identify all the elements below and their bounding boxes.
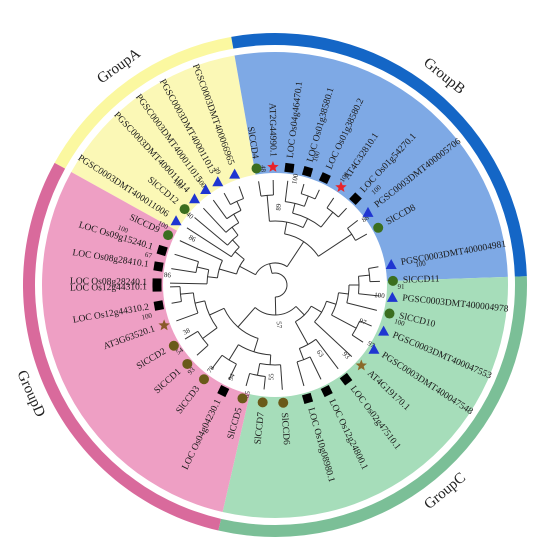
leaf-marker-circle xyxy=(168,340,179,351)
bootstrap-value: 91 xyxy=(397,283,405,291)
group-outer-bands xyxy=(22,32,528,538)
leaf-marker-star xyxy=(335,181,347,193)
bootstrap-value: 39 xyxy=(212,166,223,176)
tree-branches xyxy=(170,180,380,390)
leaf-marker-square xyxy=(217,385,230,398)
leaf-marker-square xyxy=(301,166,314,178)
bootstrap-value: 40 xyxy=(185,210,196,221)
bootstrap-value: 48 xyxy=(259,165,268,173)
bootstrap-value: 97 xyxy=(358,317,368,327)
leaf-marker-triangle xyxy=(362,206,374,217)
bootstrap-value: 100 xyxy=(141,311,154,321)
leaf-marker-square xyxy=(152,282,162,292)
leaf-marker-star xyxy=(267,161,279,172)
leaf-label: LOC Os08g28240.1 xyxy=(70,277,147,288)
bootstrap-value: 65 xyxy=(243,390,253,399)
leaf-marker-circle xyxy=(373,222,384,233)
bootstrap-value: 54 xyxy=(175,346,186,357)
bootstrap-value: 100 xyxy=(311,150,322,163)
bootstrap-value: 88 xyxy=(360,213,371,224)
leaf-label: SlCCD11 xyxy=(403,274,440,285)
leaf-marker-triangle xyxy=(200,184,212,195)
leaf-marker-square xyxy=(320,385,333,398)
bootstrap-value: 55 xyxy=(267,373,275,381)
band-groupd xyxy=(22,162,222,531)
leaf-marker-square xyxy=(301,392,314,404)
leaf-marker-triangle xyxy=(368,343,380,354)
leaf-marker-star xyxy=(158,319,170,331)
leaf-marker-triangle xyxy=(170,215,182,226)
leaf-label: SlCCD7 xyxy=(253,412,266,445)
bootstrap-value: 63 xyxy=(315,348,326,359)
bootstrap-value: 89 xyxy=(275,203,283,211)
bootstrap-value: 86 xyxy=(164,271,172,280)
leaf-marker-triangle xyxy=(386,291,398,302)
bootstrap-value: 57 xyxy=(275,321,284,329)
leaf-label: LOC Os12g44310.1 xyxy=(70,282,147,293)
leaf-marker-triangle xyxy=(378,325,390,336)
band-groupa xyxy=(54,36,234,169)
leaf-marker-circle xyxy=(182,358,193,369)
bootstrap-value: 86 xyxy=(187,233,197,244)
leaf-marker-square xyxy=(153,300,165,311)
inner-disc xyxy=(163,173,387,397)
bootstrap-value: 100 xyxy=(374,291,386,300)
leaf-marker-square xyxy=(318,172,331,185)
leaf-marker-circle xyxy=(384,308,395,319)
leaf-marker-triangle xyxy=(189,193,201,204)
bootstrap-value: 100 xyxy=(393,317,406,328)
leaf-marker-circle xyxy=(278,397,289,408)
bootstrap-value: 67 xyxy=(144,251,153,260)
leaf-marker-square xyxy=(339,372,353,386)
leaf-label: AT2G44990.1 xyxy=(267,103,278,158)
leaf-marker-square xyxy=(153,261,164,272)
leaf-marker-circle xyxy=(163,230,174,241)
bootstrap-value: 93 xyxy=(186,365,197,376)
leaf-marker-square xyxy=(349,192,362,206)
leaf-markers xyxy=(152,161,398,408)
leaf-marker-square xyxy=(284,162,295,173)
bootstrap-value: 94 xyxy=(226,372,236,382)
bootstrap-value: 100 xyxy=(117,224,130,235)
bootstrap-value: 100 xyxy=(290,173,300,185)
bootstrap-value: 78 xyxy=(206,364,217,375)
leaf-marker-circle xyxy=(179,204,190,215)
leaf-marker-triangle xyxy=(212,176,224,187)
leaf-marker-star xyxy=(355,359,368,371)
leaf-marker-circle xyxy=(387,275,398,286)
leaf-marker-triangle xyxy=(229,168,241,179)
bootstrap-value: 38 xyxy=(182,326,192,337)
bootstrap-value: 100 xyxy=(415,259,427,268)
bootstrap-value: 97 xyxy=(366,339,377,350)
leaf-marker-circle xyxy=(237,393,248,404)
leaf-marker-circle xyxy=(198,374,209,385)
bootstrap-value: 93 xyxy=(341,350,352,361)
leaf-marker-circle xyxy=(251,163,262,174)
leaf-marker-triangle xyxy=(385,259,397,270)
leaf-marker-circle xyxy=(257,397,268,408)
leaf-label: SlCCD6 xyxy=(279,412,291,445)
leaf-marker-square xyxy=(156,244,168,257)
